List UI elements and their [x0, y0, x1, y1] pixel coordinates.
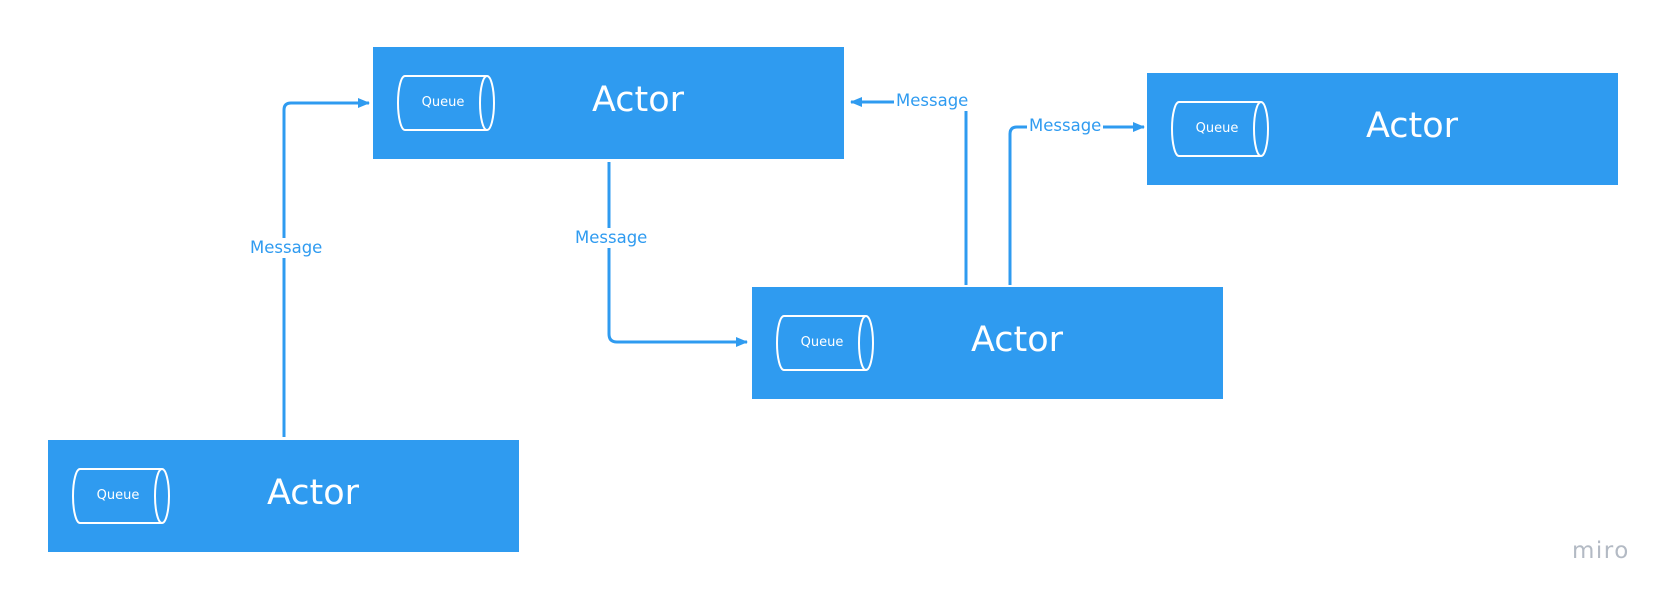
queue-shape: Queue: [397, 75, 495, 131]
queue-shape: Queue: [776, 315, 874, 371]
actor-label: Actor: [970, 320, 1064, 360]
actor-node-right[interactable]: Queue Actor: [1147, 73, 1618, 185]
message-label: Message: [573, 228, 650, 248]
message-label: Message: [248, 238, 325, 258]
actor-label: Actor: [266, 473, 360, 513]
queue-label: Queue: [1195, 121, 1239, 136]
queue-cylinder-icon: [72, 468, 170, 524]
actor-node-bottom-left[interactable]: Queue Actor: [48, 440, 519, 552]
miro-watermark-logo: miro: [1572, 538, 1630, 564]
message-label: Message: [894, 91, 971, 111]
actor-node-top[interactable]: Queue Actor: [373, 47, 844, 159]
queue-shape: Queue: [72, 468, 170, 524]
connector-middle-to-right[interactable]: [1008, 122, 1145, 285]
queue-label: Queue: [96, 488, 140, 503]
actor-node-middle[interactable]: Queue Actor: [752, 287, 1223, 399]
queue-label: Queue: [421, 95, 465, 110]
connector-top-to-middle[interactable]: [607, 162, 748, 347]
connector-bottom-to-top[interactable]: [282, 98, 370, 437]
actor-label: Actor: [591, 80, 685, 120]
queue-cylinder-icon: [1171, 101, 1269, 157]
connector-middle-to-top[interactable]: [850, 97, 968, 285]
actor-label: Actor: [1365, 106, 1459, 146]
queue-label: Queue: [800, 335, 844, 350]
queue-shape: Queue: [1171, 101, 1269, 157]
queue-cylinder-icon: [776, 315, 874, 371]
message-label: Message: [1027, 116, 1104, 136]
queue-cylinder-icon: [397, 75, 495, 131]
